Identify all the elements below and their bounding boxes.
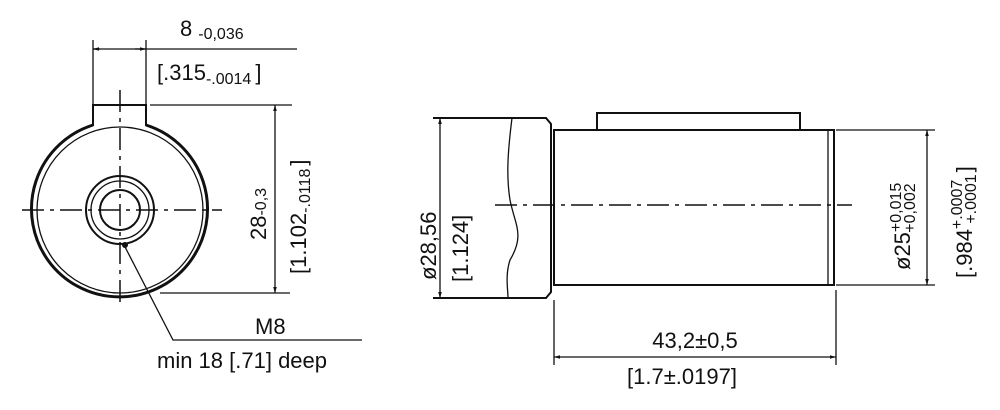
leader-dot [122,242,128,248]
break-line [506,117,519,299]
front-view: 8-0,036 [.315-.0014] 28-0,3 [1.102-.0118… [22,16,362,373]
key [596,112,801,131]
length-dim-label: 43,2±0,5 [652,328,737,353]
height-dim-label: 28-0,3 [246,188,271,240]
width-dim-imperial: [.315-.0014] [157,60,261,88]
flange-dim-imperial: [1.124] [448,215,473,282]
side-view: ø28,56 [1.124] ø25+0,015+0,002 [.984+.00… [416,112,980,389]
width-dim-label: 8-0,036 [180,16,244,43]
thread-leader-line [122,242,362,341]
thread-label: M8 [255,314,286,339]
shaft-dim-label: ø25+0,015+0,002 [888,183,919,270]
length-dim-imperial: [1.7±.0197] [627,364,737,389]
shaft-body [553,129,835,286]
thread-depth-label: min 18 [.71] deep [157,348,327,373]
shaft-dim-imperial: [.984+.0007+.0001] [949,166,980,278]
height-dim-imperial: [1.102-.0118] [286,160,314,274]
flange-outline [433,117,552,299]
flange-dim-label: ø28,56 [416,212,441,281]
